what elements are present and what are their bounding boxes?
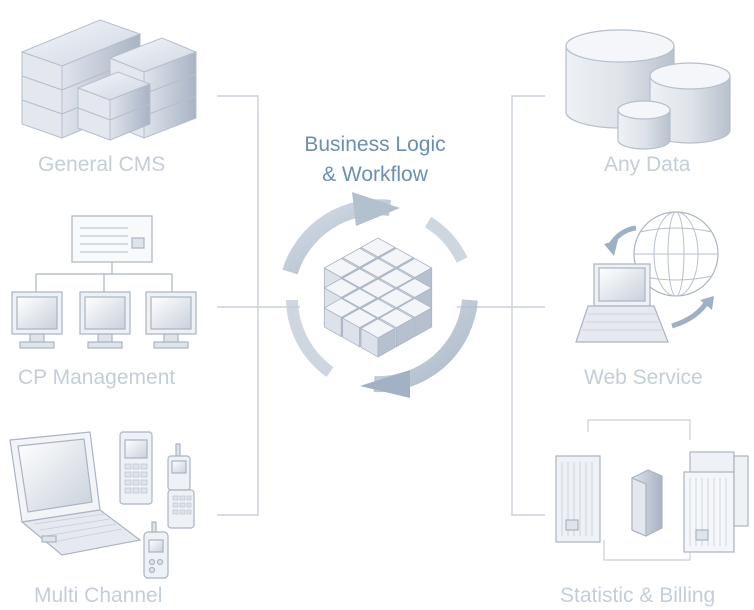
database-cylinders-icon <box>565 29 731 150</box>
server-stack-icon <box>20 19 198 141</box>
label-multi-channel: Multi Channel <box>34 584 163 607</box>
billing-documents-icon <box>555 419 749 561</box>
cube-block <box>360 318 396 358</box>
monitor-network-icon <box>11 215 197 349</box>
label-statistic-billing: Statistic & Billing <box>560 584 716 607</box>
rubiks-cube-icon <box>323 237 433 358</box>
center-title: Business Logic & Workflow <box>280 130 470 190</box>
cube-block <box>323 297 360 338</box>
label-cp-management: CP Management <box>18 366 176 389</box>
label-web-service: Web Service <box>584 366 703 389</box>
label-any-data: Any Data <box>604 153 691 176</box>
center-title-line1: Business Logic <box>304 133 446 156</box>
rotation-arrows-icon <box>282 192 478 398</box>
center-title-line2: & Workflow <box>322 163 428 186</box>
laptop-phones-icon <box>9 431 195 579</box>
laptop-globe-icon <box>575 211 719 343</box>
label-general-cms: General CMS <box>38 153 166 176</box>
